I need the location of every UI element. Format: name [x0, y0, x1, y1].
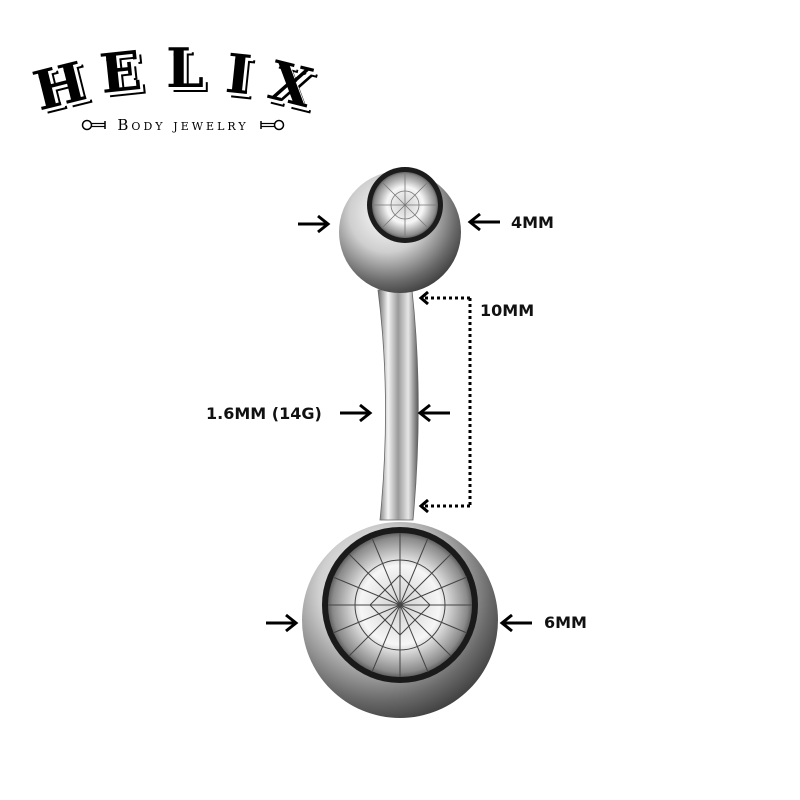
- dimension-bar-length: 10MM: [480, 301, 535, 320]
- arrows-bottom-ball: [266, 613, 532, 633]
- length-bracket: [425, 296, 472, 508]
- brand-logo: H E L I X Body jewelry: [27, 36, 330, 140]
- barbell-icon-right: [259, 119, 284, 131]
- dimension-gauge: 1.6MM (14G): [206, 404, 322, 423]
- dimension-top-ball: 4MM: [511, 213, 554, 232]
- arrows-gauge: [340, 403, 450, 423]
- brand-subtitle: Body jewelry: [117, 116, 249, 134]
- brand-subtitle-row: Body jewelry: [48, 115, 318, 135]
- barbell-icon-left: [82, 119, 107, 131]
- brand-wordmark: H E L I X: [27, 36, 330, 123]
- logo-letter-l: L: [166, 36, 204, 100]
- arrows-top-ball: [298, 212, 500, 234]
- bottom-ball: [302, 522, 498, 718]
- top-ball: [339, 167, 461, 293]
- length-bracket-arrowheads: [418, 290, 429, 514]
- barbell-shaft: [377, 289, 419, 521]
- dimension-bottom-ball: 6MM: [544, 613, 587, 632]
